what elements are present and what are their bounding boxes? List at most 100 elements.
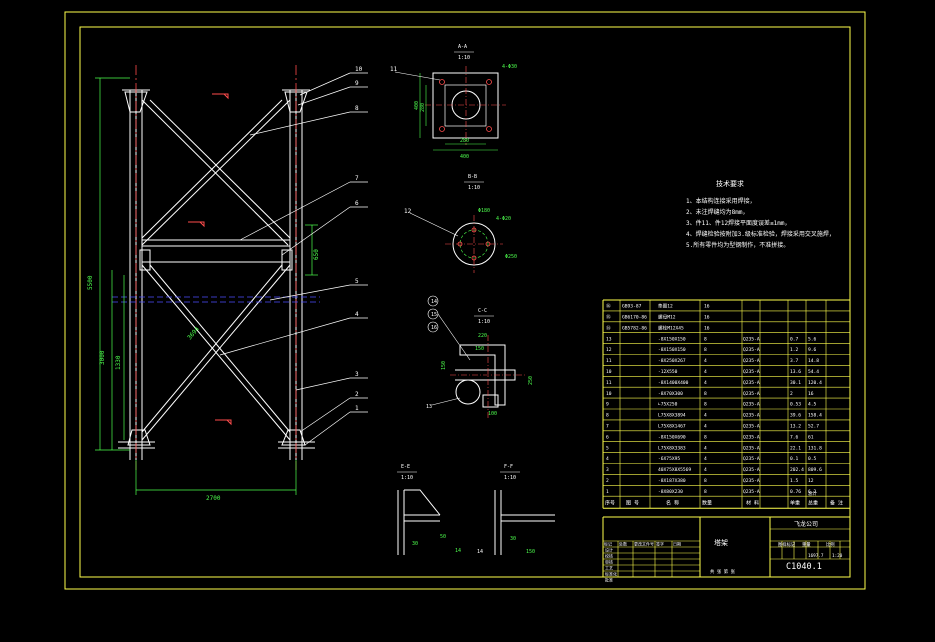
svg-text:16: 16 [431, 325, 437, 331]
outer-frame [64, 11, 866, 590]
main-elevation-view [118, 89, 315, 460]
note-item: 1、本结构连接采用焊接， [686, 197, 756, 205]
bom-row-unit-weight: 7.6 [790, 434, 799, 440]
notes-title: 技术要求 [716, 179, 744, 188]
bom-row-material: Q235-A [743, 434, 760, 440]
bom-header: 材 料 [746, 500, 759, 507]
bom-total-label: 总计 [808, 490, 818, 497]
drawing-weight: 1697.7 [808, 553, 824, 559]
bom-row-number: 12 [606, 347, 612, 353]
aa-dim-w2: 400 [460, 154, 469, 160]
bom-row-qty: 4 [704, 445, 707, 451]
drawing-scale: 1:20 [832, 553, 843, 559]
main-dimension-text: 5500 3000 1330 650 2700 3694 [87, 249, 320, 502]
bom-row-number: 7 [606, 424, 609, 430]
ee-dim-a: 30 [412, 541, 418, 547]
bom-row-name: ∟75X250 [658, 402, 678, 408]
view-ee: E-E 1:10 30 14 50 [397, 464, 461, 555]
dim-total-height: 5500 [87, 275, 94, 290]
bom-row-total-weight: 9.6 [808, 347, 817, 353]
bom-row-qty: 4 [704, 413, 707, 419]
bom-row-total-weight: 131.8 [808, 445, 822, 451]
bom-row-material: Q235-A [743, 413, 760, 419]
ee-dim-b: 14 [455, 548, 461, 554]
bom-row-unit-weight: 0.7 [790, 336, 799, 342]
bom-row-number: 3 [606, 467, 609, 473]
bom-row-number: 6 [606, 434, 609, 440]
bom-row-material: Q235-A [743, 358, 760, 364]
bom-row-qty: 4 [704, 369, 707, 375]
bom-row-total-weight: 120.4 [808, 380, 822, 386]
bom-row-unit-weight: 39.6 [790, 413, 801, 419]
aa-title: A-A [458, 44, 467, 50]
bom-row-qty: 8 [704, 347, 707, 353]
bom-row-qty: 4 [704, 424, 707, 430]
bom-row-qty: 8 [704, 336, 707, 342]
aa-dim-hole: 4-Φ30 [502, 64, 517, 70]
svg-text:15: 15 [431, 312, 437, 318]
balloon-13: 13 [426, 404, 432, 410]
balloon-8: 8 [355, 105, 359, 112]
part-name: 塔架 [714, 538, 728, 547]
ee-scale: 1:10 [401, 475, 413, 481]
bom-row-number: ⑮ [606, 314, 611, 321]
bom-row-number: ⑯ [606, 303, 611, 310]
bom-row-name: L75X8X3383 [658, 445, 686, 451]
bom-row-total-weight: 61 [808, 434, 814, 440]
bom-row-material: Q235-A [743, 391, 760, 397]
title-left-label: 更改文件号 [634, 541, 654, 547]
bom-row-name: 螺母M12 [658, 314, 676, 321]
bom-row-number: 4 [606, 456, 609, 462]
cc-scale: 1:10 [478, 319, 490, 325]
balloon-9: 9 [355, 80, 359, 87]
bom-row-number: 2 [606, 478, 609, 484]
bom-row-qty: 4 [704, 358, 707, 364]
balloon-11: 11 [390, 66, 398, 73]
dim-side-2: 650 [313, 249, 320, 260]
bom-row-material: Q235-A [743, 380, 760, 386]
bom-row-name: 40X75X8X5569 [658, 467, 691, 473]
title-left-row: 审核 [605, 559, 613, 565]
bom-row-total-weight: 14.8 [808, 358, 819, 364]
bom-row-qty: 8 [704, 402, 707, 408]
bom-row-unit-weight: 30.1 [790, 380, 801, 386]
title-right-label: 图样标记 [778, 541, 796, 548]
bb-dim-d1: Φ180 [478, 208, 490, 214]
bom-row-unit-weight: 2 [790, 391, 793, 397]
bom-row-qty: 16 [704, 304, 710, 310]
balloon-labels-main: 10 9 8 7 6 5 4 3 2 1 [355, 66, 363, 412]
bom-row-name: -8X150X150 [658, 347, 686, 353]
title-block: 标记处数更改文件号签字日期设计校核审核工艺标准化批准塔架飞龙公司图样标记重量比例… [602, 516, 851, 583]
cc-dim-e: 150 [441, 361, 447, 370]
bom-header: 数量 [702, 500, 712, 507]
bom-row-unit-weight: 1.5 [790, 478, 799, 484]
bom-row-number: 1 [606, 489, 609, 495]
bom-row-name: -12X550 [658, 369, 678, 375]
bom-row-material: Q235-A [743, 347, 760, 353]
leader-lines [219, 72, 368, 446]
main-dimension-lines [95, 77, 318, 495]
note-item: 3、件11、件12焊接平面度误差≤1mm， [686, 219, 791, 227]
bom-row-qty: 8 [704, 434, 707, 440]
bom-row-total-weight: 6.2 [808, 489, 817, 495]
section-markers [188, 93, 232, 426]
centerlines [135, 65, 297, 470]
dim-width: 2700 [206, 495, 221, 502]
bom-row-name: -8X70X300 [658, 391, 683, 397]
balloon-2: 2 [355, 391, 359, 398]
balloon-1: 1 [355, 405, 359, 412]
bom-row-material: Q235-A [743, 478, 760, 484]
title-left-label: 处数 [619, 541, 627, 547]
bb-scale: 1:10 [468, 185, 480, 191]
bom-row-name: L75X8X3894 [658, 413, 686, 419]
bb-dim-holes: 4-Φ20 [496, 216, 511, 222]
title-left-row: 标准化 [605, 571, 617, 577]
bom-row-name: -8X80X230 [658, 489, 683, 495]
note-item: 5.所有零件均为型钢制作，不准拼接。 [686, 241, 789, 249]
aa-dim-h2: 400 [414, 101, 420, 110]
bom-row-total-weight: 4.5 [808, 402, 817, 408]
view-aa: A-A 1:10 280 400 280 400 4-Φ30 11 [390, 44, 517, 160]
